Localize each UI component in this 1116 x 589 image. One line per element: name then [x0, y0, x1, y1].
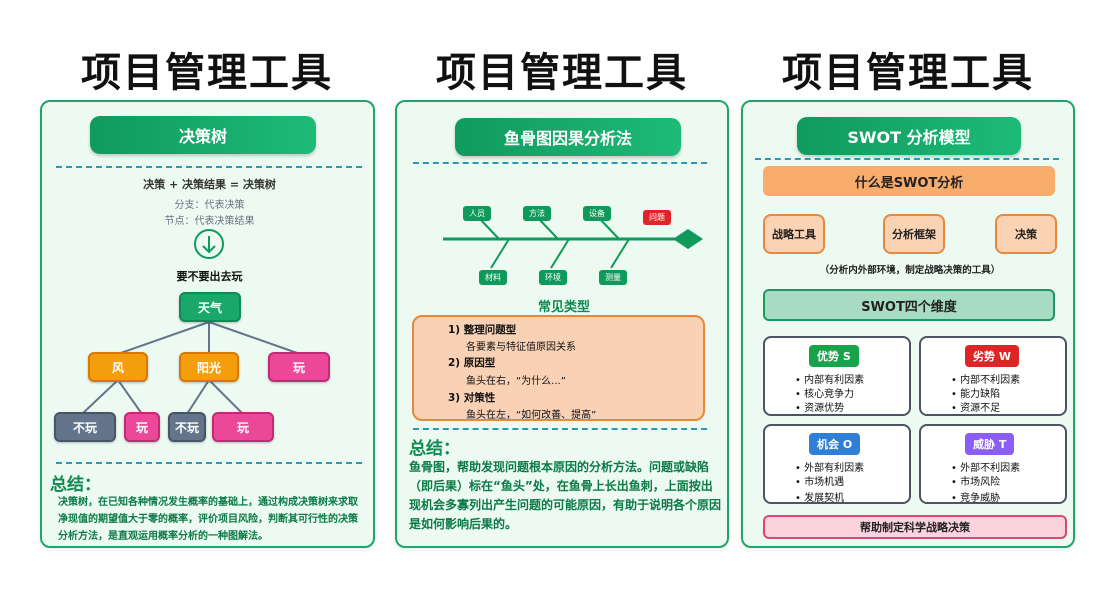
swot-quadrant-weaknesses: 劣势 W • 内部不利因素 • 能力缺陷 • 资源不足 — [919, 336, 1067, 416]
type-2-title: 2) 原因型 — [448, 357, 496, 369]
tree-node-root: 天气 — [179, 292, 241, 322]
threats-tag: 威胁 T — [965, 433, 1015, 455]
divider — [413, 162, 707, 164]
swot-box-framework: 分析框架 — [883, 214, 945, 254]
opportunities-item-2: • 市场机遇 — [795, 477, 845, 488]
weaknesses-tag: 劣势 W — [965, 345, 1019, 367]
strengths-item-1: • 内部有利因素 — [795, 375, 865, 386]
cause-environment: 环境 — [539, 270, 567, 285]
page-title-2: 项目管理工具 — [436, 50, 688, 96]
tree-leaf-no-play-1: 不玩 — [54, 412, 116, 442]
type-3-title: 3) 对策性 — [448, 392, 496, 404]
tree-node-wind: 风 — [88, 352, 148, 382]
type-1-title: 1) 整理问题型 — [448, 324, 517, 336]
formula-text: 决策 + 决策结果 = 决策树 — [143, 178, 276, 191]
page-title-1: 项目管理工具 — [81, 50, 333, 96]
type-3-desc: 鱼头在左，“如何改善、提高” — [466, 410, 597, 421]
summary-heading: 总结： — [409, 439, 460, 459]
tree-connectors — [81, 321, 301, 415]
summary-text: 决策树，在已知各种情况发生概率的基础上，通过构成决策树来求取净现值的期望值大于零… — [58, 497, 358, 542]
divider — [56, 166, 362, 168]
opportunities-item-3: • 发展契机 — [795, 493, 845, 504]
down-arrow-circle-icon — [194, 229, 224, 259]
node-text: 节点：代表决策结果 — [164, 216, 255, 227]
weaknesses-item-3: • 资源不足 — [951, 403, 1001, 414]
swot-dimensions-bar: SWOT四个维度 — [763, 289, 1055, 321]
threats-item-2: • 市场风险 — [951, 477, 1001, 488]
summary-heading: 总结： — [50, 475, 101, 495]
tree-leaf-play-2: 玩 — [212, 412, 274, 442]
swot-note: （分析内外部环境，制定战略决策的工具） — [819, 265, 1001, 276]
threats-item-3: • 竞争威胁 — [951, 493, 1001, 504]
swot-box-strategy-tool: 战略工具 — [763, 214, 825, 254]
page-title-3: 项目管理工具 — [782, 50, 1034, 96]
swot-box-decision: 决策 — [995, 214, 1057, 254]
branch-text: 分支：代表决策 — [174, 200, 245, 211]
question-text: 要不要出去玩 — [176, 270, 243, 283]
fishbone-diagram — [443, 217, 703, 269]
swot-footer-bar: 帮助制定科学战略决策 — [763, 515, 1067, 539]
type-1-desc: 各要素与特征值原因关系 — [466, 342, 576, 353]
cause-measurement: 测量 — [599, 270, 627, 285]
divider — [56, 462, 362, 464]
cause-equipment: 设备 — [583, 206, 611, 221]
summary-text: 鱼骨图，帮助发现问题根本原因的分析方法。问题或缺陷（即后果）标在“鱼头”处，在鱼… — [409, 460, 722, 531]
tree-leaf-play-1: 玩 — [124, 412, 160, 442]
strengths-item-3: • 资源优势 — [795, 403, 845, 414]
swot-quadrant-strengths: 优势 S • 内部有利因素 • 核心竞争力 • 资源优势 — [763, 336, 911, 416]
types-heading: 常见类型 — [537, 300, 590, 315]
divider — [755, 158, 1059, 160]
problem-label: 问题 — [643, 210, 671, 225]
type-2-desc: 鱼头在右，“为什么...” — [466, 376, 566, 387]
strengths-tag: 优势 S — [809, 345, 859, 367]
fishbone-header: 鱼骨图因果分析法 — [455, 118, 681, 156]
fishbone-panel: 鱼骨图因果分析法 人员 方法 设备 问题 材料 环境 测量 常见类型 1) 整理… — [395, 100, 729, 548]
swot-header: SWOT 分析模型 — [797, 117, 1021, 155]
decision-tree-panel: 决策树 决策 + 决策结果 = 决策树 分支：代表决策 节点：代表决策结果 要不… — [40, 100, 375, 548]
strengths-item-2: • 核心竞争力 — [795, 389, 855, 400]
swot-panel: SWOT 分析模型 什么是SWOT分析 战略工具 分析框架 决策 （分析内外部环… — [741, 100, 1075, 548]
decision-tree-header: 决策树 — [90, 116, 316, 154]
divider — [413, 428, 707, 430]
tree-leaf-no-play-2: 不玩 — [168, 412, 206, 442]
opportunities-item-1: • 外部有利因素 — [795, 463, 865, 474]
swot-quadrant-threats: 威胁 T • 外部不利因素 • 市场风险 • 竞争威胁 — [919, 424, 1067, 504]
tree-node-play: 玩 — [268, 352, 330, 382]
opportunities-tag: 机会 O — [809, 433, 861, 455]
swot-quadrant-opportunities: 机会 O • 外部有利因素 • 市场机遇 • 发展契机 — [763, 424, 911, 504]
weaknesses-item-1: • 内部不利因素 — [951, 375, 1021, 386]
tree-node-sun: 阳光 — [179, 352, 239, 382]
cause-material: 材料 — [479, 270, 507, 285]
threats-item-1: • 外部不利因素 — [951, 463, 1021, 474]
what-is-swot-bar: 什么是SWOT分析 — [763, 166, 1055, 196]
types-box: 1) 整理问题型 各要素与特征值原因关系 2) 原因型 鱼头在右，“为什么...… — [412, 315, 705, 421]
cause-people: 人员 — [463, 206, 491, 221]
weaknesses-item-2: • 能力缺陷 — [951, 389, 1001, 400]
cause-method: 方法 — [523, 206, 551, 221]
